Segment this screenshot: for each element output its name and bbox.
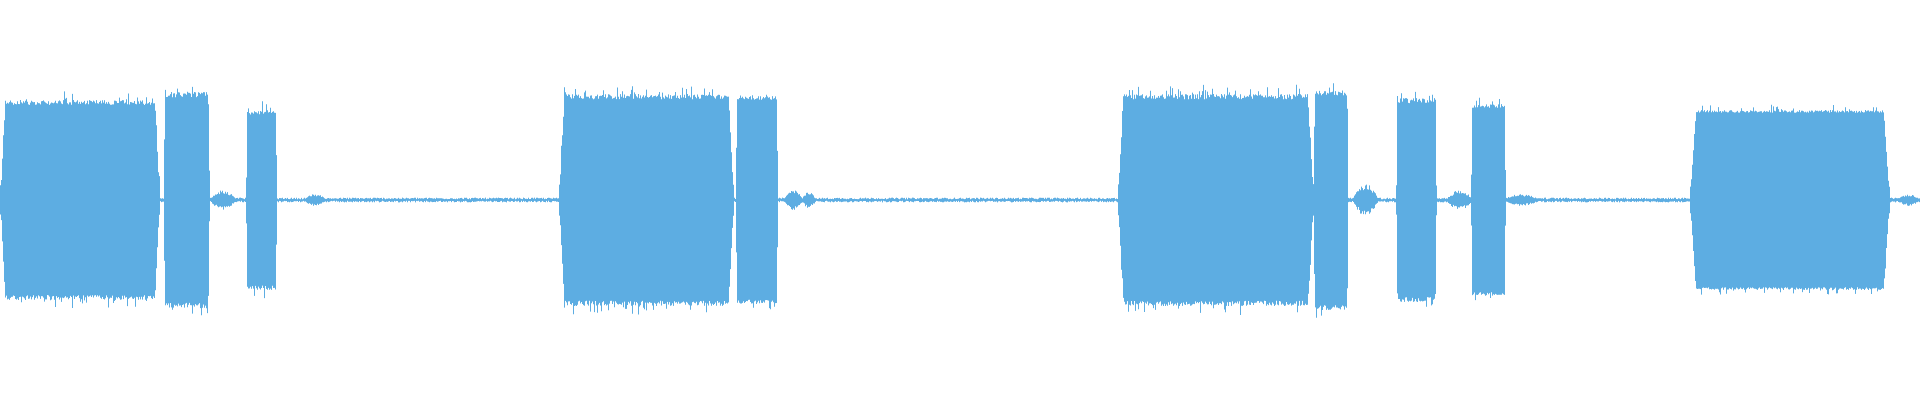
waveform-trace <box>0 83 1920 318</box>
